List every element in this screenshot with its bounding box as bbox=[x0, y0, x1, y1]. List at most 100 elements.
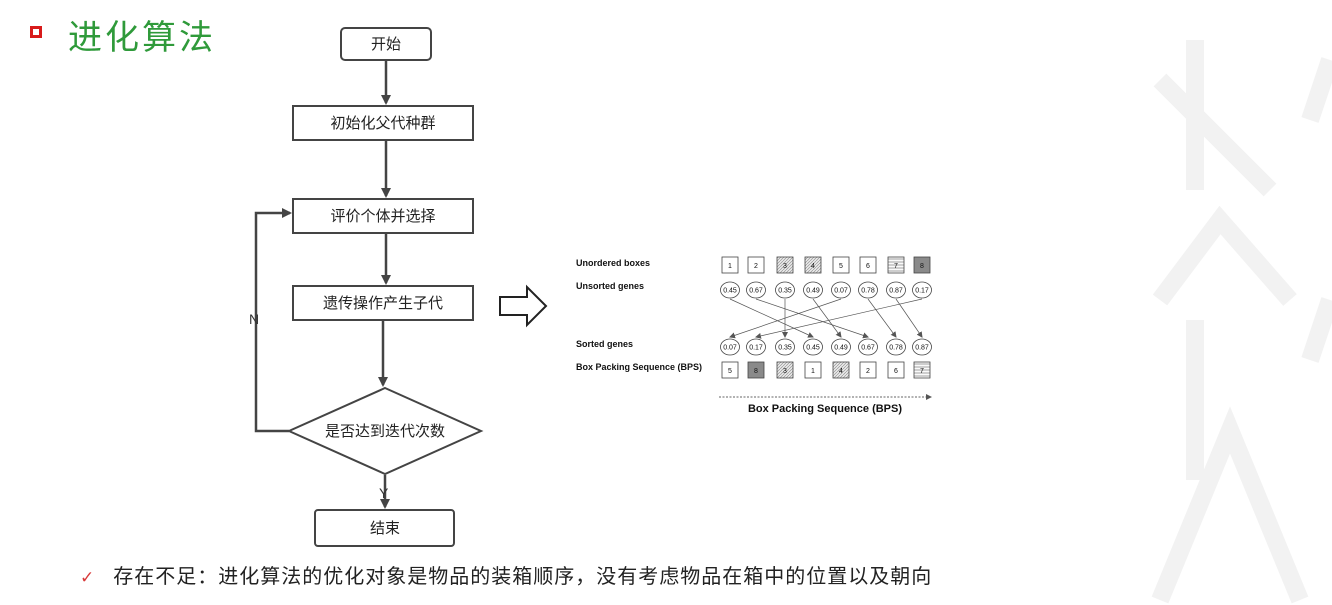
slide-title: 进化算法 bbox=[68, 18, 216, 58]
unordered-boxes-label: Unordered boxes bbox=[576, 258, 650, 268]
unordered-box bbox=[804, 256, 822, 274]
unordered-box-label: 7 bbox=[894, 263, 898, 270]
unordered-box bbox=[832, 256, 850, 274]
gene-sort-arrow bbox=[867, 298, 897, 338]
bps-box-label: 5 bbox=[728, 368, 732, 375]
sorted-genes-row: 0.07 0.17 0.35 0.45 0.49 0.67 0.78 0.87 bbox=[720, 338, 932, 356]
unordered-box-label: 5 bbox=[839, 263, 843, 270]
unsorted-gene-label: 0.67 bbox=[749, 288, 763, 295]
bps-box-label: 7 bbox=[920, 368, 924, 375]
unsorted-gene-label: 0.17 bbox=[915, 288, 929, 295]
bps-diagram: Unordered boxes Unsorted genes Sorted ge… bbox=[576, 256, 932, 415]
unordered-box bbox=[747, 256, 765, 274]
gene-sort-arrow bbox=[729, 298, 842, 339]
flowchart: 开始 初始化父代种群 评价个体并选择 遗传操作产生子代 是否达到迭代次数 N Y… bbox=[249, 27, 484, 547]
sorted-gene bbox=[803, 338, 823, 356]
unsorted-gene-label: 0.35 bbox=[778, 288, 792, 295]
checkmark-icon: ✓ bbox=[80, 568, 96, 588]
unsorted-gene bbox=[912, 281, 932, 299]
sorted-gene bbox=[886, 338, 906, 356]
sorted-gene-label: 0.49 bbox=[834, 345, 848, 352]
sorted-gene-label: 0.17 bbox=[749, 345, 763, 352]
start-node bbox=[340, 27, 432, 61]
sorted-gene-label: 0.78 bbox=[889, 345, 903, 352]
no-label: N bbox=[249, 311, 259, 327]
gene-sort-arrow bbox=[812, 298, 842, 338]
unordered-box-label: 3 bbox=[783, 263, 787, 270]
bps-axis-label: Box Packing Sequence (BPS) bbox=[748, 403, 902, 415]
unsorted-gene bbox=[803, 281, 823, 299]
gene-sort-arrow bbox=[755, 298, 923, 339]
background-watermark bbox=[1151, 40, 1332, 604]
evaluate-node bbox=[292, 198, 474, 234]
unsorted-gene bbox=[746, 281, 766, 299]
bps-box bbox=[776, 361, 794, 379]
unsorted-gene-label: 0.78 bbox=[861, 288, 875, 295]
init-node-label: 初始化父代种群 bbox=[330, 114, 435, 132]
bps-box-label: 8 bbox=[754, 368, 758, 375]
unsorted-gene bbox=[886, 281, 906, 299]
sorted-genes-label: Sorted genes bbox=[576, 339, 633, 349]
gene-sort-arrow bbox=[729, 298, 814, 338]
title-bullet-icon bbox=[30, 26, 42, 38]
condition-node bbox=[286, 386, 484, 476]
footer-note: ✓ 存在不足：进化算法的优化对象是物品的装箱顺序，没有考虑物品在箱中的位置以及朝向 bbox=[80, 560, 932, 589]
arrow-no-loop bbox=[254, 208, 292, 433]
sorted-gene bbox=[858, 338, 878, 356]
bps-box bbox=[859, 361, 877, 379]
right-arrow-icon bbox=[499, 284, 548, 328]
unsorted-genes-row: 0.45 0.67 0.35 0.49 0.07 0.78 0.87 0.17 bbox=[720, 281, 932, 299]
bps-box bbox=[887, 361, 905, 379]
sorted-gene-label: 0.87 bbox=[915, 345, 929, 352]
unordered-box bbox=[913, 256, 931, 274]
unsorted-gene-label: 0.49 bbox=[806, 288, 820, 295]
unordered-box-label: 8 bbox=[920, 263, 924, 270]
sorted-gene bbox=[912, 338, 932, 356]
evaluate-node-label: 评价个体并选择 bbox=[330, 207, 435, 225]
bps-box-label: 2 bbox=[866, 368, 870, 375]
sorted-gene bbox=[720, 338, 740, 356]
bps-box-label: 1 bbox=[811, 368, 815, 375]
gene-sort-arrows bbox=[729, 298, 923, 339]
bps-box bbox=[747, 361, 765, 379]
sorted-gene-label: 0.45 bbox=[806, 345, 820, 352]
gene-sort-arrow bbox=[755, 298, 869, 339]
sorted-gene bbox=[831, 338, 851, 356]
bps-box-label: 4 bbox=[839, 368, 843, 375]
unordered-box bbox=[776, 256, 794, 274]
gene-sort-arrow bbox=[895, 298, 923, 338]
bps-box bbox=[804, 361, 822, 379]
unsorted-gene-label: 0.87 bbox=[889, 288, 903, 295]
unsorted-gene bbox=[858, 281, 878, 299]
sorted-gene bbox=[746, 338, 766, 356]
unordered-box-label: 4 bbox=[811, 263, 815, 270]
bps-row-label: Box Packing Sequence (BPS) bbox=[576, 362, 702, 372]
start-node-label: 开始 bbox=[371, 35, 401, 53]
unsorted-gene-label: 0.45 bbox=[723, 288, 737, 295]
genetic-ops-node bbox=[292, 285, 474, 321]
unsorted-gene bbox=[775, 281, 795, 299]
bps-box bbox=[832, 361, 850, 379]
unsorted-gene-label: 0.07 bbox=[834, 288, 848, 295]
condition-node-label: 是否达到迭代次数 bbox=[325, 422, 445, 440]
bps-box bbox=[721, 361, 739, 379]
unordered-box-label: 6 bbox=[866, 263, 870, 270]
footer-note-text: 存在不足：进化算法的优化对象是物品的装箱顺序，没有考虑物品在箱中的位置以及朝向 bbox=[113, 564, 933, 588]
unordered-box-label: 2 bbox=[754, 263, 758, 270]
init-node bbox=[292, 105, 474, 141]
unsorted-gene bbox=[720, 281, 740, 299]
yes-label: Y bbox=[379, 485, 389, 501]
genetic-ops-node-label: 遗传操作产生子代 bbox=[323, 294, 443, 312]
unordered-box bbox=[887, 256, 905, 274]
unordered-box bbox=[721, 256, 739, 274]
unordered-box bbox=[859, 256, 877, 274]
sorted-gene-label: 0.07 bbox=[723, 345, 737, 352]
sorted-gene bbox=[775, 338, 795, 356]
sorted-gene-label: 0.35 bbox=[778, 345, 792, 352]
sorted-gene-label: 0.67 bbox=[861, 345, 875, 352]
unsorted-gene bbox=[831, 281, 851, 299]
unsorted-genes-label: Unsorted genes bbox=[576, 281, 644, 291]
